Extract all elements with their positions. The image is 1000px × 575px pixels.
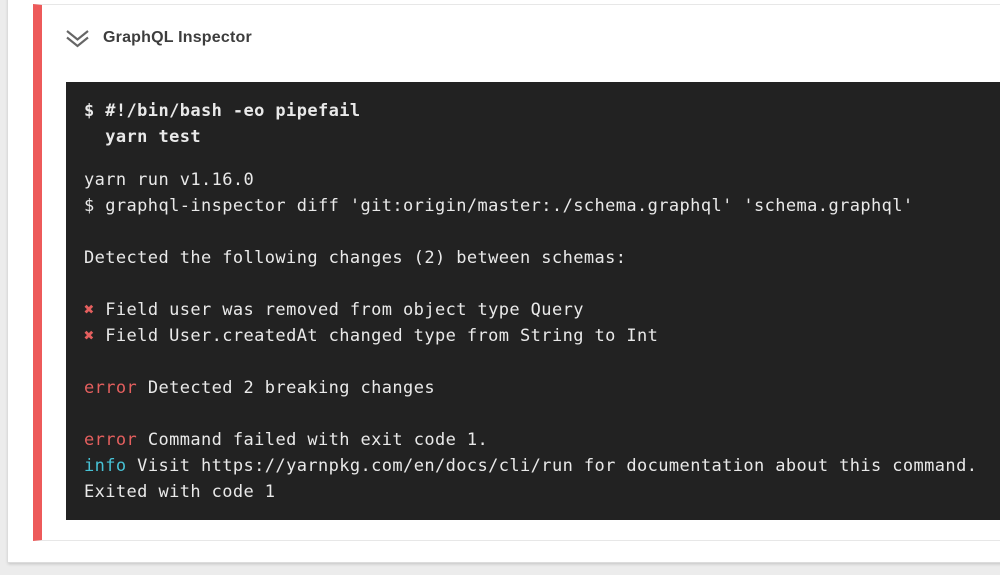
terminal-output-line (84, 219, 1000, 245)
terminal-output-line: yarn run v1.16.0 (84, 170, 255, 190)
terminal-output-line (84, 401, 1000, 427)
step-panel: GraphQL Inspector $ #!/bin/bash -eo pipe… (33, 4, 1000, 541)
terminal-output-line (84, 349, 1000, 375)
terminal-output-line: Exited with code 1 (84, 482, 276, 502)
terminal-command-line: yarn test (84, 127, 201, 147)
terminal-output-line: error Detected 2 breaking changes (84, 378, 435, 398)
terminal-output-line: $ graphql-inspector diff 'git:origin/mas… (84, 196, 914, 216)
terminal-output-line: info Visit https://yarnpkg.com/en/docs/c… (84, 456, 978, 476)
terminal-command-line: $ #!/bin/bash -eo pipefail (84, 101, 361, 121)
build-output-card: GraphQL Inspector $ #!/bin/bash -eo pipe… (8, 0, 1000, 563)
terminal-output-line: ✖ Field user was removed from object typ… (84, 300, 584, 320)
terminal-output-line: Detected the following changes (2) betwe… (84, 248, 627, 268)
terminal-command: $ #!/bin/bash -eo pipefail yarn test (84, 98, 1000, 150)
terminal-output-line: ✖ Field User.createdAt changed type from… (84, 326, 659, 346)
step-header[interactable]: GraphQL Inspector (42, 5, 1000, 82)
terminal-output-line: error Command failed with exit code 1. (84, 430, 489, 450)
step-title: GraphQL Inspector (103, 29, 252, 46)
terminal-output-line (84, 271, 1000, 297)
terminal-output-block: $ #!/bin/bash -eo pipefail yarn test yar… (66, 82, 1000, 520)
terminal-output: yarn run v1.16.0 $ graphql-inspector diff… (84, 167, 1000, 505)
chevrons-down-icon[interactable] (64, 28, 91, 50)
